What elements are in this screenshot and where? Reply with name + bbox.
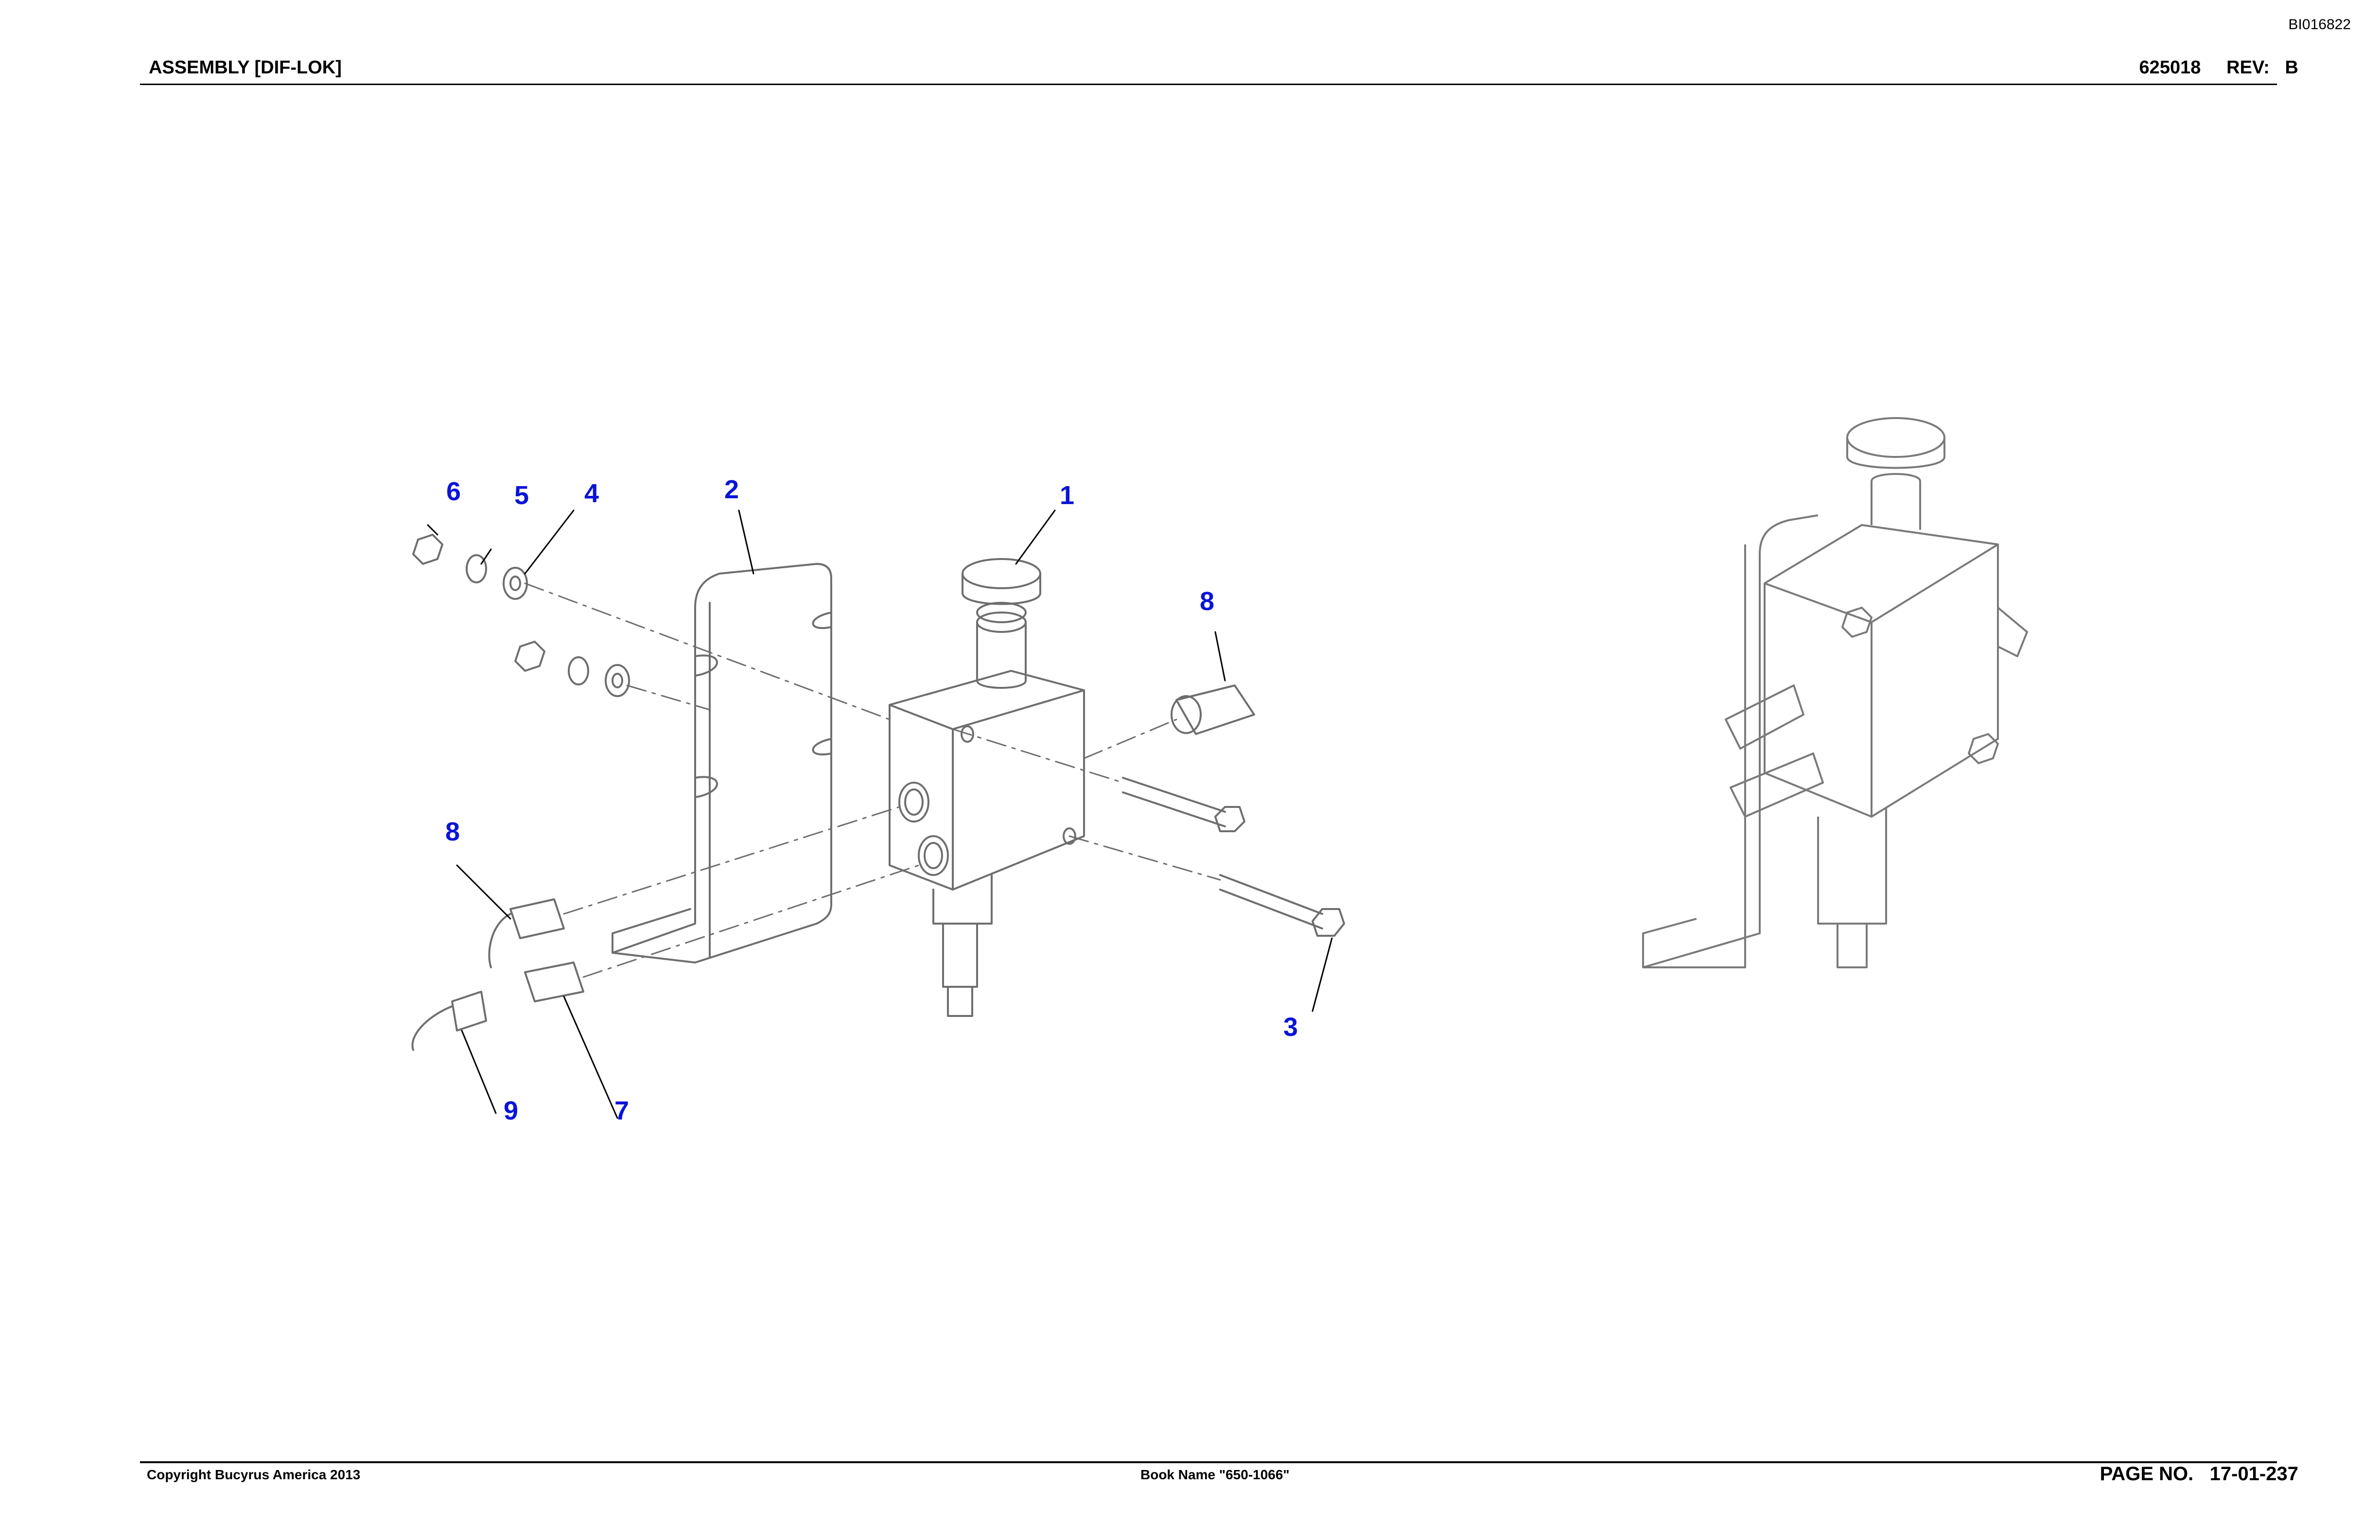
page-label: PAGE NO. <box>2100 1463 2194 1485</box>
fitting-parts <box>411 684 1255 1051</box>
page-number: 17-01-237 <box>2209 1463 2298 1485</box>
callout-2: 2 <box>724 475 739 504</box>
callout-9: 9 <box>504 1096 519 1125</box>
bolt-parts <box>1122 777 1345 937</box>
header-right-block: 625018 REV: B <box>2139 57 2298 78</box>
header-divider <box>140 84 2277 85</box>
copyright-text: Copyright Bucyrus America 2013 <box>147 1467 361 1482</box>
part-number: 625018 <box>2139 57 2201 78</box>
callout-8-upper: 8 <box>1200 587 1215 616</box>
leader-lines <box>427 509 1333 1119</box>
document-id: BI016822 <box>2288 17 2351 33</box>
callout-4: 4 <box>584 479 599 508</box>
bracket-part <box>612 563 832 963</box>
assembly-lines <box>524 582 1221 978</box>
fastener-parts <box>412 534 630 697</box>
footer-divider <box>140 1461 2277 1463</box>
valve-block-part <box>889 558 1085 1017</box>
callout-6: 6 <box>446 477 461 506</box>
callout-7: 7 <box>614 1096 630 1125</box>
assembled-view <box>1642 417 2028 968</box>
rev-value: B <box>2285 57 2298 78</box>
page-title: ASSEMBLY [DIF-LOK] <box>149 57 342 78</box>
callout-5: 5 <box>514 481 529 510</box>
callout-3: 3 <box>1283 1013 1298 1042</box>
callout-8-lower: 8 <box>445 817 460 846</box>
rev-label: REV: <box>2226 57 2270 78</box>
callout-1: 1 <box>1060 481 1075 510</box>
book-name: Book Name "650-1066" <box>1140 1467 1290 1482</box>
page-number-block: PAGE NO. 17-01-237 <box>2100 1463 2298 1485</box>
